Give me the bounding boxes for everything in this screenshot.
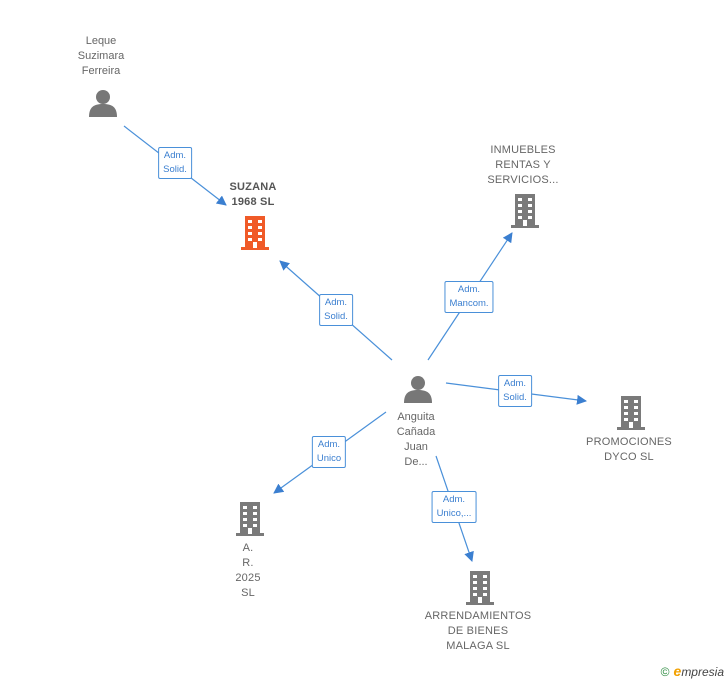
empresia-brand[interactable]: ©empresia [661, 663, 724, 679]
brand-name: mpresia [681, 665, 724, 679]
building-icon [617, 396, 645, 430]
building-icon [236, 502, 264, 536]
edge-label-leque-suzana[interactable]: Adm. Solid. [158, 147, 192, 179]
person-icon [89, 90, 117, 117]
building-icon [241, 216, 269, 250]
edge-label-anguita-promociones[interactable]: Adm. Solid. [498, 375, 532, 407]
node-label: Leque Suzimara Ferreira [77, 35, 125, 77]
node-label: PROMOCIONES DYCO SL [586, 436, 672, 463]
building-icon [511, 194, 539, 228]
node-label: A. R. 2025 SL [235, 542, 261, 599]
brand-initial: e [673, 663, 682, 679]
edge-label-anguita-ar2025[interactable]: Adm. Unico [311, 436, 347, 468]
node-label: Anguita Cañada Juan De... [396, 411, 436, 468]
edge-label-anguita-suzana[interactable]: Adm. Solid. [319, 294, 353, 326]
node-label: ARRENDAMIENTOS DE BIENES MALAGA SL [424, 610, 532, 652]
building-icon [466, 571, 494, 605]
person-icon [404, 376, 432, 403]
edge-label-anguita-arrendamientos[interactable]: Adm. Unico,... [431, 491, 477, 523]
node-label: SUZANA 1968 SL [229, 181, 277, 208]
copyright-icon: © [660, 665, 670, 679]
node-label: INMUEBLES RENTAS Y SERVICIOS... [487, 144, 559, 186]
edge-label-anguita-inmuebles[interactable]: Adm. Mancom. [444, 281, 494, 313]
